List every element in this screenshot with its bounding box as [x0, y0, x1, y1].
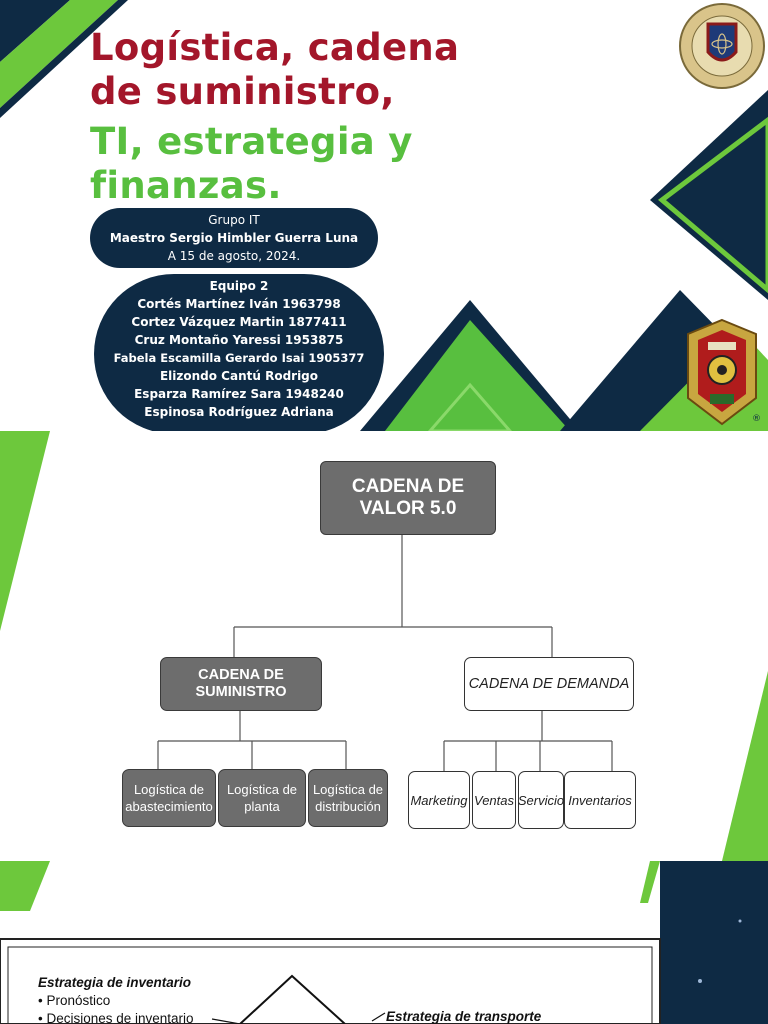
inventory-strategy-item: • Pronóstico: [38, 993, 111, 1008]
value-chain-decoration: [0, 431, 768, 861]
strategy-slide-decoration: [0, 861, 768, 1024]
distribution-logistics-box: Logística de distribución: [308, 769, 388, 827]
course-info-pill: Grupo IT Maestro Sergio Himbler Guerra L…: [90, 208, 378, 268]
team-heading: Equipo 2: [209, 279, 269, 293]
faculty-seal-icon: [687, 318, 757, 426]
registered-mark: ®: [752, 414, 761, 424]
inventory-strategy-title: Estrategia de inventario: [38, 975, 192, 990]
org-chart-connectors: [157, 534, 613, 771]
service-box: Servicio: [518, 771, 564, 829]
title-slide: Logística, cadena de suministro, TI, est…: [0, 0, 768, 431]
team-member: Fabela Escamilla Gerardo Isai 1905377: [113, 351, 365, 365]
supply-logistics-box: Logística de abastecimiento: [122, 769, 216, 827]
team-member: Cortez Vázquez Martin 1877411: [131, 315, 347, 329]
inventory-box: Inventarios: [564, 771, 636, 829]
plant-logistics-box: Logística de planta: [218, 769, 306, 827]
sales-box: Ventas: [472, 771, 516, 829]
inventory-strategy-item: • Decisiones de inventario: [38, 1011, 194, 1024]
transport-strategy-title: Estrategia de transporte: [386, 1009, 542, 1024]
group-label: Grupo IT: [208, 213, 260, 227]
marketing-box: Marketing: [408, 771, 470, 829]
title-line-4: finanzas.: [90, 164, 282, 207]
supply-chain-box: CADENA DE SUMINISTRO: [160, 657, 322, 711]
team-member: Elizondo Cantú Rodrigo: [159, 369, 319, 383]
title-line-3: TI, estrategia y: [90, 120, 413, 163]
university-seal-icon: [679, 3, 765, 89]
title-line-2: de suministro,: [90, 70, 395, 113]
team-member: Cortés Martínez Iván 1963798: [137, 297, 341, 311]
title-line-1: Logística, cadena: [90, 26, 460, 69]
team-pill: Equipo 2 Cortés Martínez Iván 1963798 Co…: [94, 274, 384, 431]
team-member: Espinosa Rodríguez Adriana: [144, 405, 334, 419]
value-chain-root-box: CADENA DE VALOR 5.0: [320, 461, 496, 535]
teacher-name: Maestro Sergio Himbler Guerra Luna: [109, 231, 359, 245]
demand-chain-box: CADENA DE DEMANDA: [464, 657, 634, 711]
team-member: Esparza Ramírez Sara 1948240: [134, 387, 344, 401]
presentation-date: A 15 de agosto, 2024.: [167, 249, 301, 263]
value-chain-slide: CADENA DE VALOR 5.0 CADENA DE SUMINISTRO…: [0, 431, 768, 861]
team-member: Cruz Montaño Yaressi 1953875: [134, 333, 344, 347]
strategy-slide: Estrategia de inventario • Pronóstico • …: [0, 861, 768, 1024]
